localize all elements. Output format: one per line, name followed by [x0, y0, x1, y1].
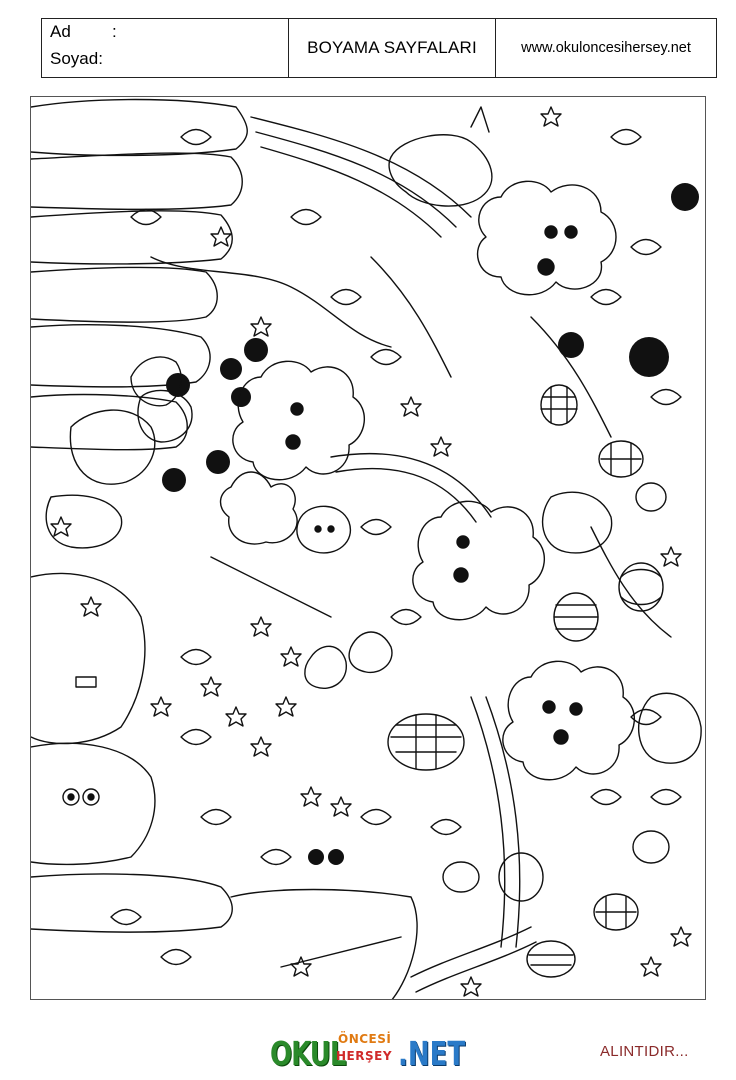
name-label: Ad: [50, 22, 71, 41]
worksheet-header: Ad : Soyad: BOYAMA SAYFALARI www.okulonc…: [41, 18, 717, 78]
logo-net-text: .NET: [398, 1036, 466, 1074]
surname-label: Soyad:: [50, 49, 103, 68]
coloring-illustration: [30, 96, 706, 1000]
name-colon: :: [112, 22, 117, 41]
site-logo: OKUL ÖNCESİ HERŞEY .NET: [270, 1030, 465, 1074]
credit-text: ALINTIDIR...: [600, 1043, 689, 1060]
website-cell: www.okuloncesihersey.net: [496, 19, 716, 77]
name-fields-cell: Ad : Soyad:: [42, 19, 289, 77]
title-cell: BOYAMA SAYFALARI: [289, 19, 496, 77]
page-title: BOYAMA SAYFALARI: [307, 38, 477, 57]
logo-okul-text: OKUL: [270, 1036, 346, 1074]
logo-oncesi-text: ÖNCESİ: [338, 1032, 392, 1046]
website-url: www.okuloncesihersey.net: [521, 40, 691, 56]
logo-hersey-text: HERŞEY: [336, 1049, 393, 1063]
coloring-page-doodle-icon: [31, 98, 702, 999]
